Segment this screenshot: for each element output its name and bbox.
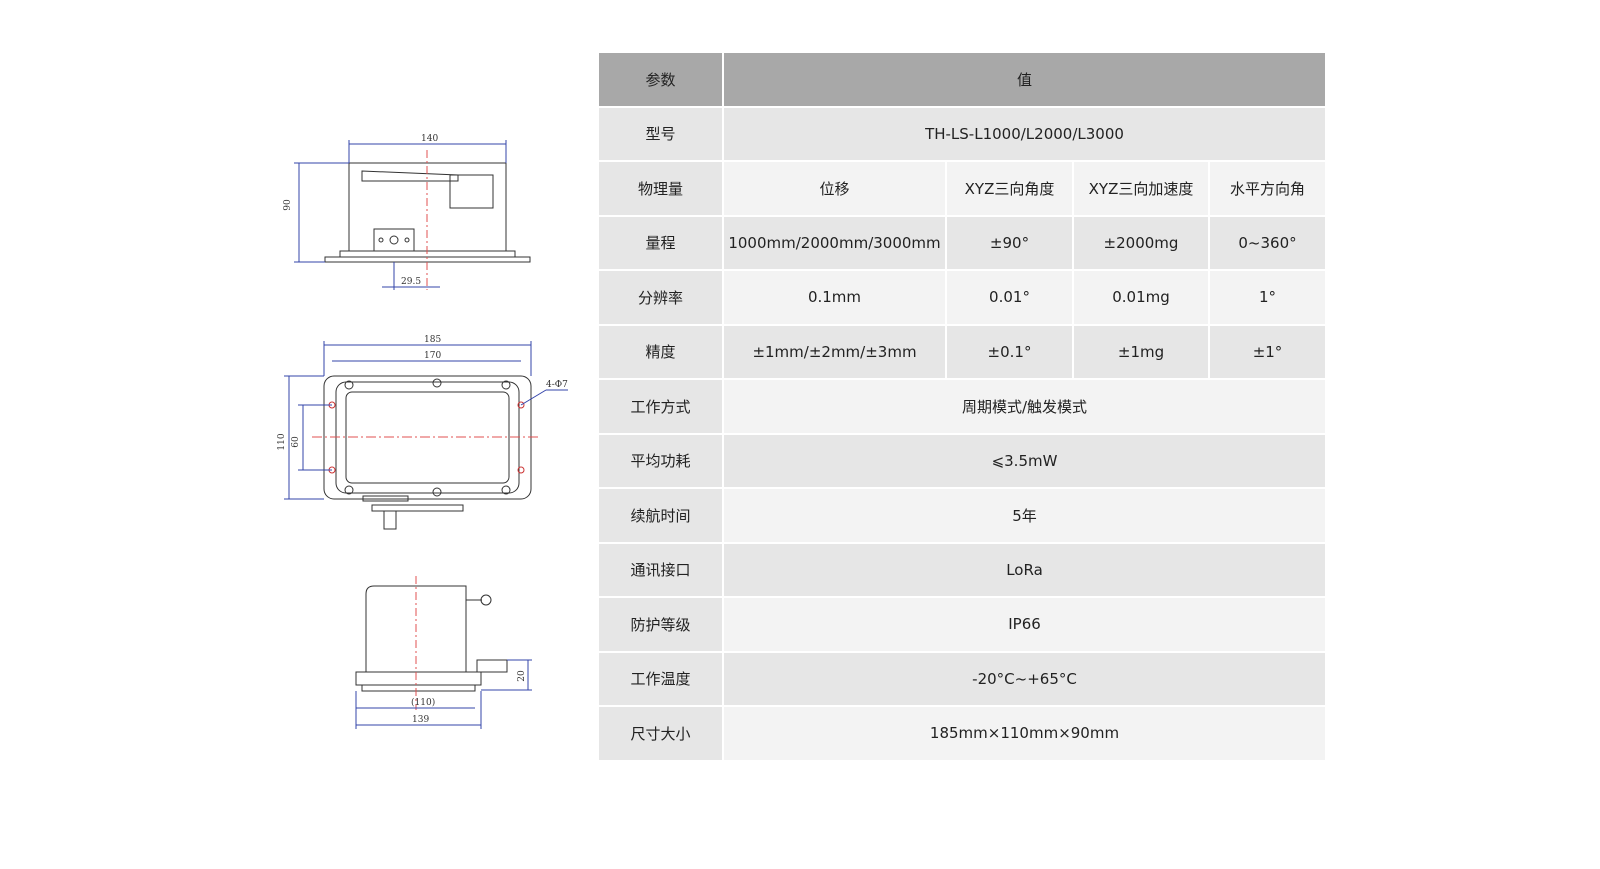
dim-side-inner: (110) bbox=[411, 697, 435, 708]
row-label-battery: 续航时间 bbox=[599, 487, 724, 544]
row-label-accuracy: 精度 bbox=[599, 323, 724, 380]
row-label-mode: 工作方式 bbox=[599, 378, 724, 435]
header-param: 参数 bbox=[599, 53, 724, 108]
cell-quantity-3: XYZ三向加速度 bbox=[1072, 160, 1210, 217]
spec-table: 参数 值 型号 TH-LS-L1000/L2000/L3000 物理量 位移 X… bbox=[599, 53, 1326, 760]
technical-drawings: 140 90 29.5 185 170 110 60 4-Φ7 (110) 13… bbox=[277, 134, 568, 729]
header-value: 值 bbox=[721, 53, 1326, 108]
cell-range-3: ±2000mg bbox=[1072, 214, 1210, 271]
cell-resolution-1: 0.1mm bbox=[722, 269, 947, 326]
row-label-interface: 通讯接口 bbox=[599, 541, 724, 598]
row-value-mode: 周期模式/触发模式 bbox=[721, 378, 1326, 435]
cell-quantity-2: XYZ三向角度 bbox=[945, 160, 1074, 217]
cell-quantity-4: 水平方向角 bbox=[1207, 160, 1326, 217]
dim-side-height: 20 bbox=[517, 670, 527, 682]
row-label-power: 平均功耗 bbox=[599, 432, 724, 489]
cell-range-2: ±90° bbox=[945, 214, 1074, 271]
row-label-quantity: 物理量 bbox=[599, 160, 724, 217]
row-value-power: ⩽3.5mW bbox=[721, 432, 1326, 489]
row-label-protection: 防护等级 bbox=[599, 596, 724, 653]
cell-range-1: 1000mm/2000mm/3000mm bbox=[722, 214, 947, 271]
row-label-model: 型号 bbox=[599, 105, 724, 162]
dim-plan-inner-width: 170 bbox=[424, 351, 441, 361]
dim-plan-outer-height: 110 bbox=[277, 433, 287, 450]
cell-range-4: 0~360° bbox=[1207, 214, 1326, 271]
table-row: 续航时间 5年 bbox=[599, 487, 1326, 544]
row-value-size: 185mm×110mm×90mm bbox=[721, 705, 1326, 760]
table-row: 物理量 位移 XYZ三向角度 XYZ三向加速度 水平方向角 bbox=[599, 160, 1326, 217]
table-row: 分辨率 0.1mm 0.01° 0.01mg 1° bbox=[599, 269, 1326, 326]
cell-accuracy-1: ±1mm/±2mm/±3mm bbox=[722, 323, 947, 380]
front-view-drawing bbox=[294, 140, 531, 290]
row-value-protection: IP66 bbox=[721, 596, 1326, 653]
cell-quantity-1: 位移 bbox=[722, 160, 947, 217]
table-row: 精度 ±1mm/±2mm/±3mm ±0.1° ±1mg ±1° bbox=[599, 323, 1326, 380]
cell-resolution-2: 0.01° bbox=[945, 269, 1074, 326]
row-value-battery: 5年 bbox=[721, 487, 1326, 544]
table-row: 通讯接口 LoRa bbox=[599, 541, 1326, 598]
table-row: 平均功耗 ⩽3.5mW bbox=[599, 432, 1326, 489]
row-label-range: 量程 bbox=[599, 214, 724, 271]
row-label-resolution: 分辨率 bbox=[599, 269, 724, 326]
row-label-temperature: 工作温度 bbox=[599, 650, 724, 707]
dim-side-base: 139 bbox=[412, 715, 429, 725]
table-header-row: 参数 值 bbox=[599, 53, 1326, 108]
table-row: 工作方式 周期模式/触发模式 bbox=[599, 378, 1326, 435]
row-value-model: TH-LS-L1000/L2000/L3000 bbox=[721, 105, 1326, 162]
table-row: 防护等级 IP66 bbox=[599, 596, 1326, 653]
cell-resolution-4: 1° bbox=[1207, 269, 1326, 326]
row-value-interface: LoRa bbox=[721, 541, 1326, 598]
table-row: 尺寸大小 185mm×110mm×90mm bbox=[599, 705, 1326, 760]
dim-plan-outer-width: 185 bbox=[424, 335, 441, 345]
table-row: 工作温度 -20°C~+65°C bbox=[599, 650, 1326, 707]
top-view-drawing bbox=[284, 341, 568, 530]
row-value-temperature: -20°C~+65°C bbox=[721, 650, 1326, 707]
cell-accuracy-4: ±1° bbox=[1207, 323, 1326, 380]
cell-resolution-3: 0.01mg bbox=[1072, 269, 1210, 326]
dim-top-height: 90 bbox=[283, 199, 293, 211]
side-view-drawing bbox=[355, 576, 532, 729]
table-row: 型号 TH-LS-L1000/L2000/L3000 bbox=[599, 105, 1326, 162]
dim-plan-inner-height: 60 bbox=[291, 436, 301, 448]
cell-accuracy-2: ±0.1° bbox=[945, 323, 1074, 380]
table-row: 量程 1000mm/2000mm/3000mm ±90° ±2000mg 0~3… bbox=[599, 214, 1326, 271]
dim-top-width: 140 bbox=[421, 134, 438, 144]
dim-plan-holes: 4-Φ7 bbox=[546, 380, 568, 390]
row-label-size: 尺寸大小 bbox=[599, 705, 724, 760]
dim-top-offset: 29.5 bbox=[401, 277, 421, 287]
cell-accuracy-3: ±1mg bbox=[1072, 323, 1210, 380]
